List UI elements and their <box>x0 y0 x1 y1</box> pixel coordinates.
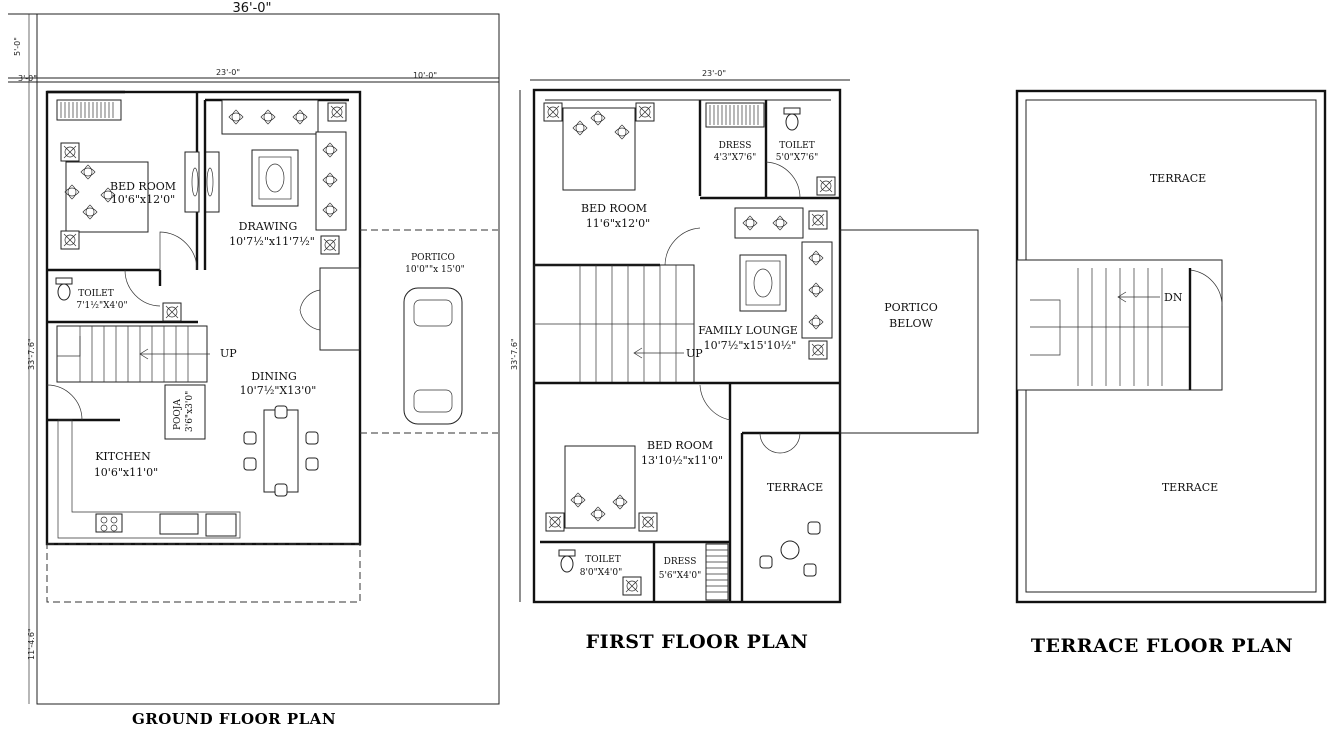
ff-toilet1-name: TOILET <box>779 141 815 151</box>
gf-drawing-size: 10'7½"x11'7½" <box>229 235 315 248</box>
ground-floor-plan <box>8 13 500 705</box>
ff-portico-below-line2: BELOW <box>889 317 933 330</box>
dining-table <box>263 409 299 493</box>
ff-bedroom2-name: BED ROOM <box>647 439 713 452</box>
sofa <box>221 99 319 135</box>
ff-toilet2-name: TOILET <box>585 555 621 565</box>
tf-terrace-top: TERRACE <box>1150 172 1206 185</box>
ff-bed-2 <box>564 445 636 529</box>
ff-terrace-label: TERRACE <box>767 481 823 494</box>
ff-bed-1 <box>562 107 636 191</box>
ff-bedroom1-size: 11'6"x12'0" <box>586 217 650 230</box>
gf-title: GROUND FLOOR PLAN <box>132 710 336 728</box>
ff-dress2-name: DRESS <box>664 557 697 567</box>
gf-toilet-name: TOILET <box>78 289 114 299</box>
gf-up-label: UP <box>220 347 237 360</box>
portico-width-dim: 10'-0" <box>413 71 437 80</box>
ff-lounge-size: 10'7½"x15'10½" <box>704 339 797 352</box>
plot-width-dim: 36'-0" <box>232 1 271 16</box>
ff-bedroom2-size: 13'10½"x11'0" <box>641 454 723 467</box>
gf-dining-size: 10'7½"X13'0" <box>240 384 317 397</box>
rug <box>251 149 299 207</box>
ff-dress2-size: 5'6"X4'0" <box>659 571 702 581</box>
ff-width-dim: 23'-0" <box>702 69 726 78</box>
gf-depth-dim: 33'-7.6" <box>27 338 36 370</box>
tf-dn-label: DN <box>1164 291 1183 304</box>
gf-dining-name: DINING <box>251 370 297 383</box>
ff-toilet1-size: 5'0"X7'6" <box>776 153 819 163</box>
ff-lounge-name: FAMILY LOUNGE <box>698 324 798 337</box>
gf-pooja-name: POOJA <box>173 399 183 430</box>
ff-portico-below <box>839 229 979 434</box>
car <box>403 287 463 425</box>
ff-dress1-name: DRESS <box>719 141 752 151</box>
gf-bedroom-name: BED ROOM <box>110 180 176 193</box>
front-setback-dim: 5'-0" <box>13 37 22 56</box>
gf-kitchen-size: 10'6"x11'0" <box>94 466 158 479</box>
gf-width-dim: 23'-0" <box>216 68 240 77</box>
stair-headroom <box>1016 259 1223 391</box>
tf-title: TERRACE FLOOR PLAN <box>1031 635 1293 657</box>
gf-kitchen-name: KITCHEN <box>95 450 151 463</box>
gf-portico-name: PORTICO <box>411 253 455 263</box>
ff-portico-below-line1: PORTICO <box>884 301 938 314</box>
ff-depth-dim: 33'-7.6" <box>510 338 519 370</box>
gf-pooja-size: 3'6"x3'0" <box>185 391 195 432</box>
gf-drawing-name: DRAWING <box>239 220 298 233</box>
gf-portico-size: 10'0""x 15'0" <box>405 265 465 275</box>
terrace-floor-plan <box>1015 89 1327 604</box>
ff-title: FIRST FLOOR PLAN <box>586 631 809 653</box>
ff-bedroom1-name: BED ROOM <box>581 202 647 215</box>
ff-dress1-size: 4'3"X7'6" <box>714 153 757 163</box>
tf-terrace-bottom: TERRACE <box>1162 481 1218 494</box>
gf-toilet-size: 7'1½"X4'0" <box>76 300 127 311</box>
gf-bedroom-size: 10'6"x12'0" <box>111 193 175 206</box>
ff-toilet2-size: 8'0"X4'0" <box>580 568 623 578</box>
ff-sofa <box>734 207 804 239</box>
bed <box>65 161 149 233</box>
rear-open-dim: 11'-4.6" <box>27 628 36 660</box>
ff-up-label: UP <box>686 347 703 360</box>
first-floor-plan <box>519 79 979 604</box>
side-setback-dim: 3'-0" <box>18 74 37 83</box>
